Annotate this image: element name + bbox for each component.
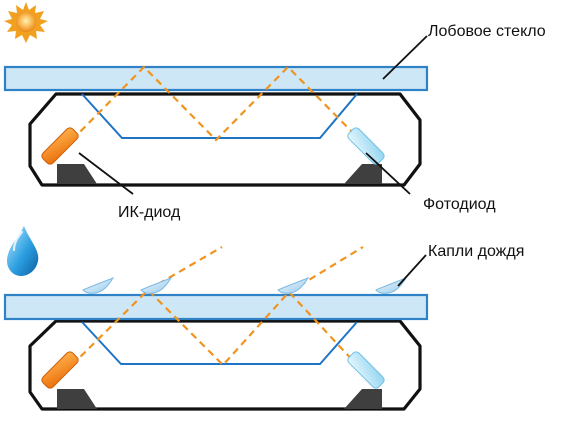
water-drop-icon <box>7 226 39 276</box>
photodiode-leader <box>365 152 411 195</box>
top-sensor-housing <box>28 92 422 187</box>
windshield-leader <box>382 35 428 80</box>
windshield-label: Лобовое стекло <box>428 23 546 40</box>
top-photodiode-mount <box>344 164 382 184</box>
top-light-path <box>71 65 361 142</box>
bottom-inner-reflection-path <box>81 321 358 365</box>
bottom-ir-diode <box>41 351 79 389</box>
raindrop <box>375 276 408 294</box>
bottom-photodiode-mount <box>344 389 382 409</box>
bottom-ir-diode-mount <box>57 389 97 409</box>
bottom-photodiode <box>347 351 385 389</box>
top-windshield <box>3 65 429 92</box>
bottom-sensor-housing <box>28 319 422 411</box>
raindrop <box>277 276 310 294</box>
ir-diode-label: ИК-диод <box>118 204 181 221</box>
raindrop <box>140 276 173 294</box>
top-sensor-assembly: Лобовое стекло ИК-диод Фотодиод <box>3 23 546 221</box>
top-ir-diode-mount <box>57 164 97 184</box>
top-inner-reflection-path <box>81 93 358 139</box>
raindrops-label: Капли дождя <box>428 243 524 260</box>
raindrops-leader <box>397 254 427 287</box>
bottom-windshield <box>3 293 429 321</box>
ir-diode-leader <box>78 152 134 195</box>
top-ir-diode <box>41 127 79 165</box>
photodiode-label: Фотодиод <box>423 196 496 213</box>
raindrop <box>82 276 115 294</box>
top-photodiode <box>347 127 385 165</box>
bottom-sensor-assembly: Капли дождя <box>3 243 524 411</box>
sun-icon <box>4 2 48 43</box>
